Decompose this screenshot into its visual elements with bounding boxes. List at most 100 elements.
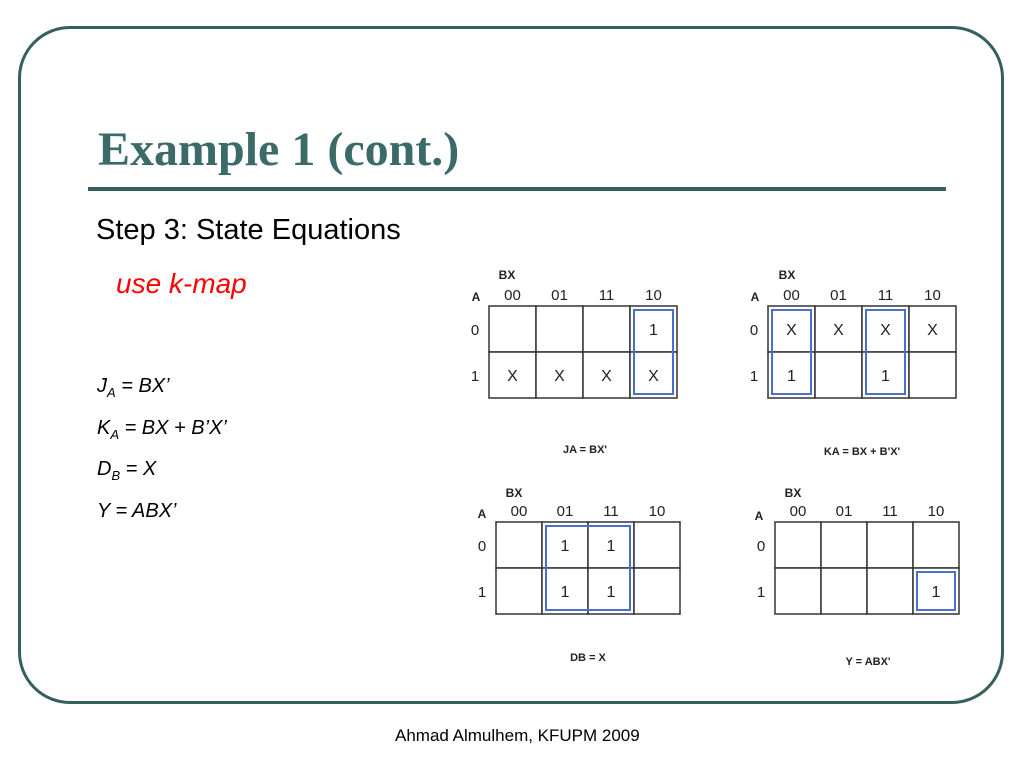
kmap-group-box (545, 525, 631, 611)
kmap-cell (535, 305, 584, 353)
kmap-row-label: 0 (478, 538, 486, 555)
kmap-row-label: 1 (471, 368, 479, 385)
kmap-cell-value: 1 (561, 584, 570, 601)
kmap-cell-value: X (927, 322, 938, 339)
kmap-col-label: 01 (836, 503, 853, 520)
kmap-row-var: A (478, 507, 487, 521)
kmap-col-label: 11 (882, 503, 898, 520)
kmap-caption: KA = BX + B'X' (824, 446, 901, 458)
kmap-cell (767, 305, 816, 353)
kmap-row-label: 0 (750, 322, 758, 339)
kmap-cell (633, 567, 681, 615)
kmap-col-label: 00 (511, 503, 528, 520)
kmap-group-box (865, 309, 906, 395)
kmap-cell (820, 567, 868, 615)
kmap-col-label: 11 (603, 503, 619, 520)
kmap-row-label: 1 (478, 584, 486, 601)
kmap-cell (488, 305, 537, 353)
kmap-row-label: 0 (471, 322, 479, 339)
kmap-cell (587, 521, 635, 569)
kmap-col-label: 10 (649, 503, 666, 520)
kmap-cell-value: 1 (561, 538, 570, 555)
kmap-caption: JA = BX' (563, 444, 607, 456)
kmap-cell-value: X (833, 322, 844, 339)
kmap-cell-value: X (786, 322, 797, 339)
equation-ka: KA = BX + B’X’ (97, 417, 227, 442)
kmap-cell-value: 1 (932, 584, 941, 601)
kmap-cell (495, 521, 543, 569)
kmap-row-label: 1 (757, 584, 765, 601)
kmap-cell (908, 305, 957, 353)
kmap-cell (866, 567, 914, 615)
kmap-col-label: 01 (830, 287, 847, 304)
kmap-cell (495, 567, 543, 615)
kmap-row-var: A (751, 290, 760, 304)
kmap-col-var: BX (779, 268, 796, 282)
kmap-col-label: 10 (928, 503, 945, 520)
kmap-caption: Y = ABX' (845, 656, 890, 668)
kmap-caption: DB = X (570, 652, 606, 664)
kmap-cell (814, 351, 863, 399)
kmap-row-var: A (755, 509, 764, 523)
title-divider (88, 187, 946, 191)
kmap-cell-value: X (648, 368, 659, 385)
kmap-cell-value: 1 (607, 538, 616, 555)
kmap-cell (912, 521, 960, 569)
footer-credit: Ahmad Almulhem, KFUPM 2009 (395, 726, 640, 745)
kmap-cell (861, 351, 910, 399)
method-subheading: use k-map (116, 268, 247, 299)
kmap-col-label: 10 (924, 287, 941, 304)
kmap-cell-value: X (880, 322, 891, 339)
equation-db: DB = X (97, 458, 157, 483)
kmap-col-var: BX (785, 486, 802, 500)
kmap-col-label: 10 (645, 287, 662, 304)
kmap-cell (908, 351, 957, 399)
kmap-cell (541, 521, 589, 569)
kmap-col-label: 00 (783, 287, 800, 304)
kmap-cell (582, 305, 631, 353)
slide-frame (18, 26, 1004, 704)
kmap-cell (633, 521, 681, 569)
kmap-col-label: 11 (878, 287, 894, 304)
kmap-cell-value: 1 (787, 368, 796, 385)
kmap-cell-value: 1 (649, 322, 658, 339)
kmap-group-box (633, 309, 674, 395)
kmap-cell-value: 1 (881, 368, 890, 385)
kmap-col-var: BX (499, 268, 516, 282)
kmap-cell (629, 305, 678, 353)
kmap-col-label: 11 (599, 287, 615, 304)
kmap-cell (582, 351, 631, 399)
kmap-cell (820, 521, 868, 569)
kmap-cell (866, 521, 914, 569)
kmap-cell (814, 305, 863, 353)
kmap-cell-value: 1 (607, 584, 616, 601)
kmap-col-label: 00 (790, 503, 807, 520)
kmap-col-label: 00 (504, 287, 521, 304)
slide-title: Example 1 (cont.) (98, 123, 460, 176)
kmap-group-box (916, 571, 956, 611)
kmap-cell-value: X (601, 368, 612, 385)
kmap-cell (774, 521, 822, 569)
kmap-col-label: 01 (551, 287, 568, 304)
kmap-cell (629, 351, 678, 399)
kmap-cell (488, 351, 537, 399)
kmap-row-var: A (472, 290, 481, 304)
kmap-cell (912, 567, 960, 615)
kmap-col-var: BX (506, 486, 523, 500)
kmap-cell (774, 567, 822, 615)
kmap-cell-value: X (507, 368, 518, 385)
kmap-cell (535, 351, 584, 399)
kmap-group-box (771, 309, 812, 395)
kmap-cell (767, 351, 816, 399)
kmap-row-label: 0 (757, 538, 765, 555)
kmap-cell-value: X (554, 368, 565, 385)
kmap-col-label: 01 (557, 503, 574, 520)
step-heading: Step 3: State Equations (96, 214, 401, 246)
equation-y: Y = ABX’ (97, 500, 177, 522)
equation-ja: JA = BX’ (97, 375, 170, 400)
